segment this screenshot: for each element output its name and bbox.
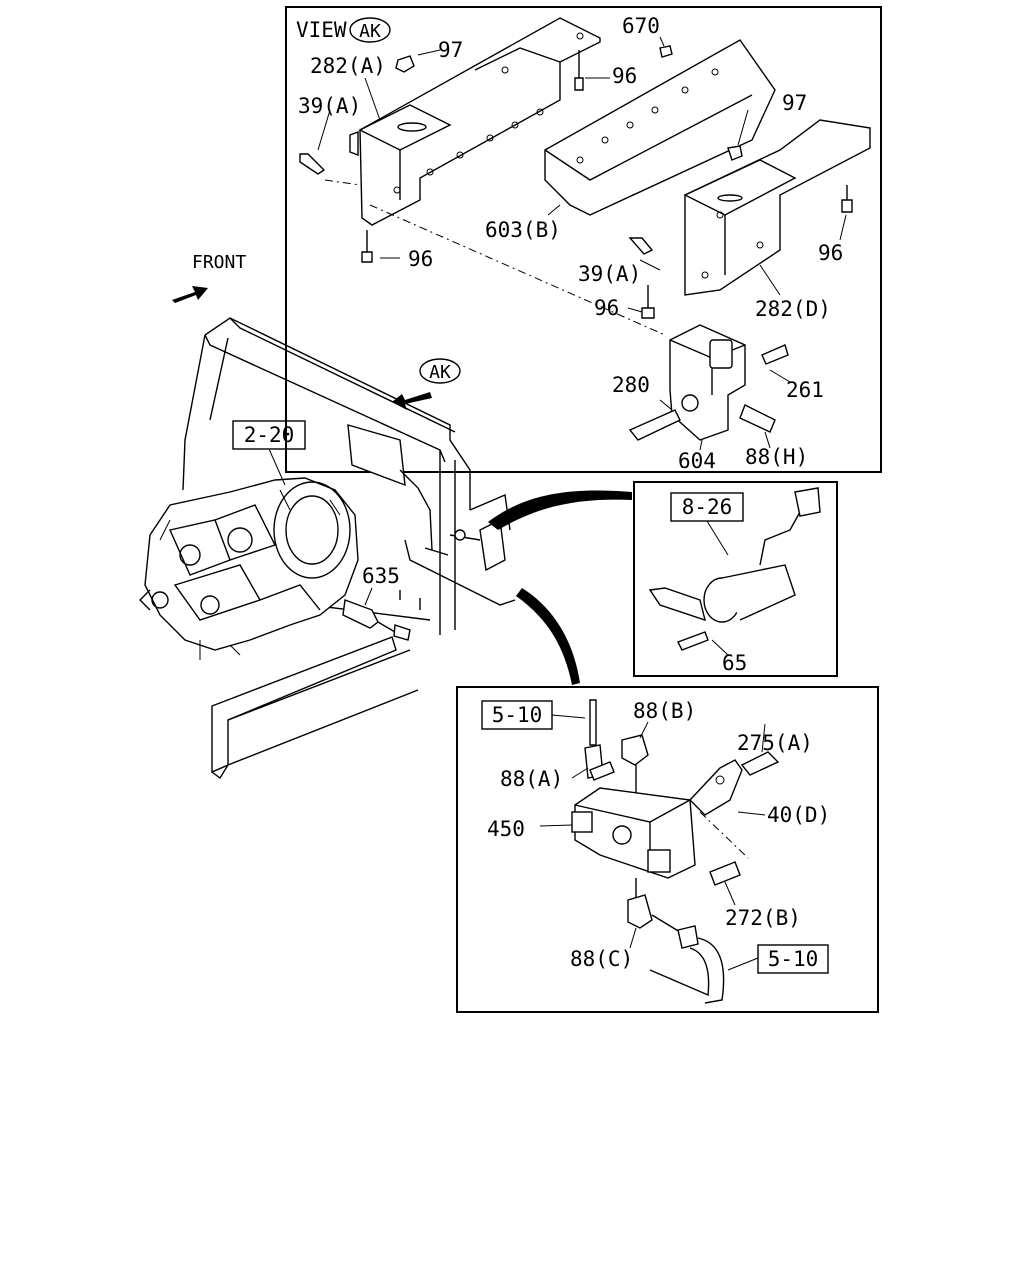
sensor-housing — [721, 564, 796, 621]
view-tag-circle — [349, 17, 391, 43]
detail-sensor-frame — [633, 481, 838, 677]
label-88c: 88(C) — [570, 947, 633, 971]
fitting-88b — [621, 734, 649, 766]
valve-604 — [628, 324, 789, 441]
detail-valve-frame — [456, 686, 879, 1013]
bracket-282d — [683, 119, 871, 296]
bolt-65 — [677, 631, 709, 651]
bolt-272b — [709, 861, 741, 886]
label-96-mid: 96 — [594, 296, 619, 320]
front-label: FRONT — [192, 252, 246, 273]
label-280: 280 — [612, 373, 650, 397]
label-65: 65 — [722, 651, 747, 675]
label-635: 635 — [362, 564, 400, 588]
detail-valve-panel: 5-10 5-10 — [456, 686, 879, 1013]
label-670: 670 — [622, 14, 660, 38]
ref-sensor: 8-26 — [682, 495, 733, 519]
ref-2-20-leader — [268, 448, 286, 486]
leader-to-sensor — [488, 490, 632, 530]
label-282a: 282(A) — [310, 54, 386, 78]
switch-635: 635 — [342, 564, 411, 641]
label-272b: 272(B) — [725, 906, 801, 930]
view-ak-frame — [285, 6, 882, 473]
bracket-282a — [349, 17, 601, 226]
label-96-left: 96 — [408, 247, 433, 271]
ak-callout-circle — [419, 358, 461, 384]
label-97-top: 97 — [438, 38, 463, 62]
label-450: 450 — [487, 817, 525, 841]
view-leaders — [317, 36, 847, 451]
label-88h: 88(H) — [745, 445, 808, 469]
sensor-connector — [794, 487, 821, 517]
view-ak-panel: VIEW AK — [285, 6, 882, 473]
label-603b: 603(B) — [485, 218, 561, 242]
label-88a: 88(A) — [500, 767, 563, 791]
label-261: 261 — [786, 378, 824, 402]
ref-valve-bottom: 5-10 — [768, 947, 819, 971]
cross-member — [211, 636, 419, 780]
ak-arrow-icon — [392, 392, 432, 410]
ref-box-5-10-bottom — [757, 944, 829, 974]
label-39a-mid: 39(A) — [578, 262, 641, 286]
view-labels: 282(A) 97 670 96 39(A) 97 603(B) 96 39(A… — [298, 14, 843, 473]
detail-sensor-panel: 8-26 65 — [633, 481, 838, 677]
front-arrow-icon — [172, 286, 208, 303]
main-assembly: FRONT AK — [139, 252, 632, 780]
label-282d: 282(D) — [755, 297, 831, 321]
bolt-275a — [740, 751, 780, 776]
sensor-bracket — [648, 587, 706, 622]
ref-transmission: 2-20 — [244, 423, 295, 447]
ref-valve-top: 5-10 — [492, 703, 543, 727]
label-39a-left: 39(A) — [298, 94, 361, 118]
ref-8-26-leader — [706, 520, 729, 556]
label-96-top: 96 — [612, 64, 637, 88]
label-96-right: 96 — [818, 241, 843, 265]
label-40d: 40(D) — [767, 803, 830, 827]
leader-to-valve — [516, 588, 580, 685]
frame-valve-harness — [347, 424, 516, 606]
fitting-88c — [627, 894, 653, 929]
ak-callout-tag: AK — [429, 362, 451, 383]
label-97-right: 97 — [782, 91, 807, 115]
fasteners-view — [299, 45, 853, 319]
transmission — [139, 477, 359, 660]
label-275a: 275(A) — [737, 731, 813, 755]
view-tag: AK — [359, 21, 381, 42]
label-604: 604 — [678, 449, 716, 473]
valve-block-450 — [574, 787, 696, 879]
view-prefix: VIEW — [296, 18, 347, 42]
bracket-40d — [689, 759, 743, 816]
rail-603b — [544, 39, 776, 216]
label-88b: 88(B) — [633, 699, 696, 723]
